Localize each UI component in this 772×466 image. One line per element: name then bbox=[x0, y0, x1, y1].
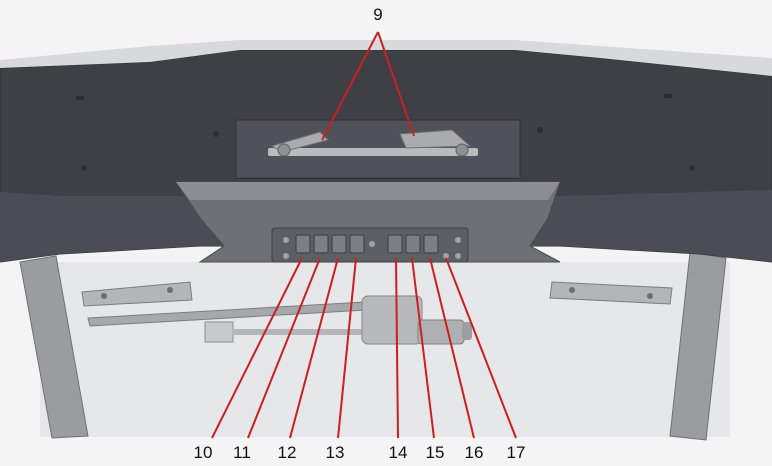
leader-11 bbox=[247, 257, 321, 439]
leader-9b bbox=[377, 31, 415, 137]
console-top-surface bbox=[176, 182, 560, 200]
leader-9a bbox=[321, 31, 379, 141]
callout-11: 11 bbox=[233, 443, 251, 462]
leader-14 bbox=[395, 257, 399, 439]
leader-17 bbox=[445, 257, 517, 439]
tray-rail bbox=[268, 148, 478, 156]
bezel-screws bbox=[283, 237, 461, 259]
rocker-switch-16[interactable] bbox=[423, 234, 439, 254]
leader-lines bbox=[211, 31, 517, 439]
headliner-fasteners bbox=[76, 94, 695, 171]
rocker-switch-10[interactable] bbox=[295, 234, 311, 254]
rocker-switch-15[interactable] bbox=[405, 234, 421, 254]
rocker-switch-13[interactable] bbox=[349, 234, 365, 254]
rocker-switch-12[interactable] bbox=[331, 234, 347, 254]
leader-10 bbox=[211, 257, 303, 439]
callout-14: 14 bbox=[389, 443, 408, 462]
callout-13: 13 bbox=[326, 443, 345, 462]
leader-13 bbox=[337, 257, 357, 439]
wiper-motor bbox=[204, 295, 472, 345]
right-visor-clip bbox=[399, 129, 472, 157]
indicator-17 bbox=[443, 253, 449, 259]
leader-16 bbox=[429, 257, 475, 439]
callout-10: 10 bbox=[194, 443, 213, 462]
roof-skin-edge bbox=[0, 40, 772, 76]
leader-15 bbox=[411, 257, 435, 439]
right-hinge-bracket bbox=[549, 281, 673, 305]
callout-9: 9 bbox=[373, 5, 382, 24]
rocker-switch-14[interactable] bbox=[387, 234, 403, 254]
callout-15: 15 bbox=[426, 443, 445, 462]
leader-12 bbox=[289, 257, 339, 439]
callout-16: 16 bbox=[465, 443, 484, 462]
callout-12: 12 bbox=[278, 443, 297, 462]
left-visor-clip bbox=[270, 131, 329, 157]
left-hinge-bracket bbox=[81, 281, 193, 307]
callout-17: 17 bbox=[507, 443, 526, 462]
rocker-switch-11[interactable] bbox=[313, 234, 329, 254]
left-window-frame bbox=[19, 255, 89, 439]
